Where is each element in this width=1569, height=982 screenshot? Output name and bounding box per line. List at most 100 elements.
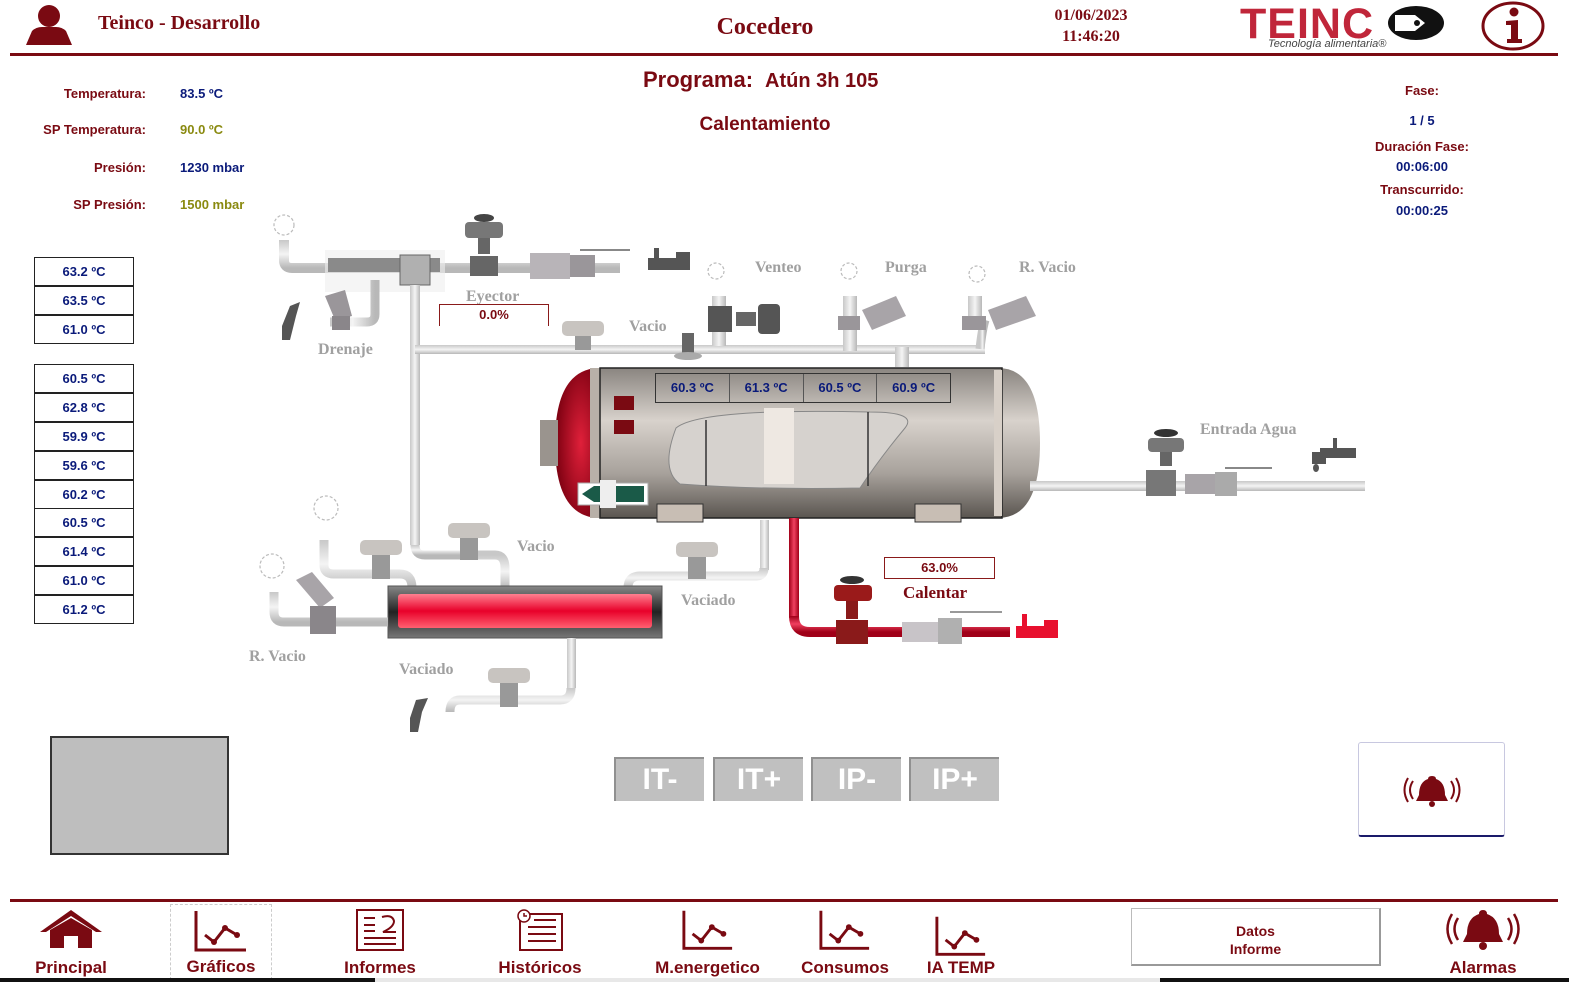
heating-label: Calentar <box>903 583 968 602</box>
vacuum-top-label: Vacio <box>629 318 667 335</box>
heating-percent: 63.0% <box>884 557 995 579</box>
drain-bottom-icon <box>410 698 428 732</box>
taskbar-segment <box>0 978 375 982</box>
datetime: 01/06/2023 11:46:20 <box>1040 5 1142 47</box>
sensor-box: 63.2 ºC <box>34 257 134 286</box>
sensor-box: 62.8 ºC <box>34 393 134 422</box>
vacuum-relief-valve-bottom[interactable] <box>296 572 336 634</box>
footer-divider <box>10 899 1558 902</box>
alarm-bell-icon <box>1403 776 1461 807</box>
sensor-box: 61.0 ºC <box>34 566 134 595</box>
sp-pressure-value[interactable]: 1500 mbar <box>180 197 245 212</box>
nav-principal[interactable]: Principal <box>25 904 117 980</box>
vacuum-valve-top[interactable] <box>562 321 604 350</box>
nav-m-energetico[interactable]: M.energetico <box>650 904 765 980</box>
nav-label: Alarmas <box>1449 958 1517 977</box>
elapsed-value: 00:00:25 <box>1395 203 1449 218</box>
program: Programa:Atún 3h 105 <box>643 67 878 93</box>
water-inlet-label: Entrada Agua <box>1200 421 1297 438</box>
report-icon <box>356 909 404 951</box>
sensor-box: 60.2 ºC <box>34 480 134 509</box>
nav-label: Principal <box>35 958 107 977</box>
water-tap-icon <box>1312 438 1356 472</box>
nav-ia-temp[interactable]: IA TEMP <box>915 904 1007 980</box>
nav-graficos[interactable]: Gráficos <box>170 904 272 980</box>
vacuum-bottom-label: Vacio <box>517 538 555 555</box>
date: 01/06/2023 <box>1054 7 1128 24</box>
duration-value: 00:06:00 <box>1395 159 1449 174</box>
drain-right-label: Vaciado <box>681 592 736 609</box>
eyector-control-valve[interactable] <box>465 214 503 276</box>
vent-valve-bottom[interactable] <box>360 540 402 579</box>
tank-sensor-strip: 60.3 ºC 61.3 ºC 60.5 ºC 60.9 ºC <box>655 373 951 403</box>
heating-control-valve[interactable] <box>834 576 1002 644</box>
drain-valve-right[interactable] <box>676 542 718 579</box>
it-plus-button[interactable]: IT+ <box>713 757 803 801</box>
alarm-indicator-button[interactable] <box>1358 742 1505 837</box>
phase-value: 1 / 5 <box>1409 113 1435 128</box>
home-icon <box>40 910 102 948</box>
sensor-box: 61.2 ºC <box>34 595 134 624</box>
nav-label: Históricos <box>498 958 582 977</box>
logo-subtitle: Tecnología alimentaria® <box>1268 38 1387 50</box>
chart-icon <box>681 910 732 950</box>
steam-source-icon <box>648 248 690 270</box>
time: 11:46:20 <box>1062 28 1120 45</box>
vent-valve[interactable] <box>708 296 780 346</box>
sensor-box: 63.5 ºC <box>34 286 134 315</box>
logo-text: TEINC <box>1240 0 1374 48</box>
vacuum-valve-bottom[interactable] <box>448 523 490 560</box>
taskbar-segment <box>1160 978 1569 982</box>
sensor-box: 61.4 ºC <box>34 537 134 566</box>
ip-plus-button[interactable]: IP+ <box>909 757 999 801</box>
nav-label: IA TEMP <box>926 958 996 977</box>
nav-historicos[interactable]: Históricos <box>490 904 590 980</box>
duration-label: Duración Fase: <box>1375 139 1469 154</box>
elapsed-label: Transcurrido: <box>1380 182 1464 197</box>
alarm-bell-icon <box>1446 910 1520 950</box>
it-minus-button[interactable]: IT- <box>614 757 704 801</box>
datos-informe-button[interactable]: Datos Informe <box>1131 908 1381 966</box>
water-inlet-valve[interactable] <box>1146 429 1272 496</box>
user-name: Teinco - Desarrollo <box>98 12 261 34</box>
sp-temperature-value[interactable]: 90.0 ºC <box>180 122 224 137</box>
info-button[interactable] <box>1481 1 1545 51</box>
nav-label: Consumos <box>801 958 889 977</box>
sp-temperature-label: SP Temperatura: <box>43 122 146 137</box>
purge-label: Purga <box>885 259 927 276</box>
pressure-value: 1230 mbar <box>180 160 245 175</box>
sensor-box: 60.5 ºC <box>34 364 134 393</box>
drain-bottom-label: Vaciado <box>399 661 454 678</box>
chart-icon <box>819 910 870 950</box>
nav-consumos[interactable]: Consumos <box>795 904 895 980</box>
datos-line1: Datos <box>1236 923 1275 939</box>
program-name: Atún 3h 105 <box>765 70 879 92</box>
tank-sensor: 60.9 ºC <box>892 380 936 395</box>
ip-minus-button[interactable]: IP- <box>811 757 901 801</box>
info-icon <box>1481 1 1545 51</box>
nav-informes[interactable]: Informes <box>330 904 430 980</box>
purge-valve[interactable] <box>838 296 906 351</box>
sensor-box: 61.0 ºC <box>34 315 134 344</box>
sensor-box: 60.5 ºC <box>34 508 134 537</box>
vacuum-relief-valve-top[interactable] <box>962 296 1036 330</box>
phase-name: Calentamiento <box>699 114 831 135</box>
taskbar-segment <box>375 978 1160 982</box>
tank-sensor: 60.5 ºC <box>804 374 878 402</box>
user-icon[interactable] <box>22 3 77 45</box>
header-divider <box>10 53 1558 56</box>
drain-valve-bottom[interactable] <box>488 668 530 707</box>
sp-pressure-label: SP Presión: <box>73 197 146 212</box>
sensor-box: 59.6 ºC <box>34 451 134 480</box>
sensor-box: 59.9 ºC <box>34 422 134 451</box>
drain-icon <box>282 302 300 340</box>
temperature-value: 83.5 ºC <box>180 86 224 101</box>
nav-label: Informes <box>344 958 416 977</box>
history-icon <box>517 909 563 951</box>
chart-icon <box>935 916 986 956</box>
vent-label: Venteo <box>755 259 802 276</box>
phase-label: Fase: <box>1405 83 1439 98</box>
nav-alarmas[interactable]: Alarmas <box>1435 904 1531 980</box>
eyector-percent: 0.0% <box>439 304 549 326</box>
